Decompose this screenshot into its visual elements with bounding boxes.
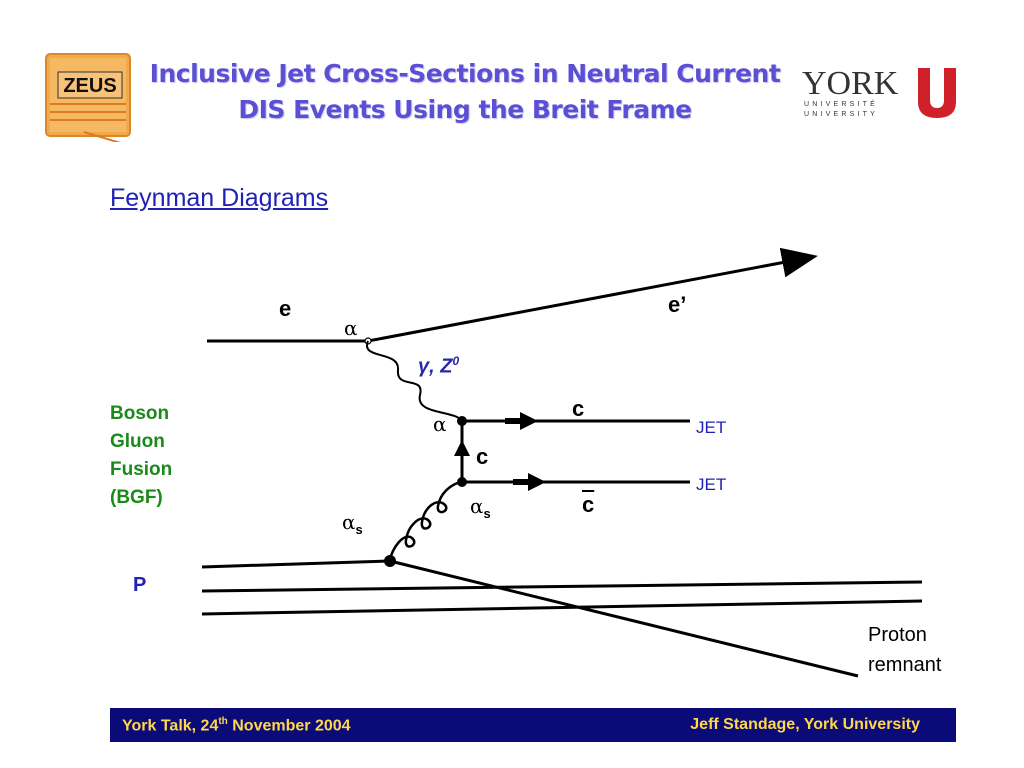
york-u-mark — [918, 68, 956, 118]
proton-line-2 — [201, 580, 923, 593]
electron-in-label: e — [279, 296, 292, 321]
york-logo: YORK UNIVERSITÉ UNIVERSITY — [800, 62, 965, 122]
boson-label-text: γ, Z — [418, 355, 453, 378]
electron-out-label: e’ — [668, 292, 687, 317]
bgf-line-1: Boson — [110, 403, 170, 424]
york-logo-sub1: UNIVERSITÉ — [804, 99, 878, 108]
c-quark-mid-label: c — [476, 444, 489, 469]
bgf-label: Boson Gluon Fusion (BGF) — [110, 400, 172, 512]
zeus-logo-text: ZEUS — [63, 75, 116, 97]
bgf-line-2: Gluon — [110, 431, 165, 452]
cbar-jet-arrow — [528, 473, 546, 491]
zeus-logo: ZEUS — [44, 52, 132, 145]
outgoing-electron-line — [367, 247, 818, 343]
bgf-line-3: Fusion — [110, 459, 173, 480]
alpha-s-right-symbol: α — [470, 494, 484, 518]
remnant-line-1: Proton — [868, 624, 927, 646]
gluon-line — [388, 480, 463, 561]
footer-right: Jeff Standage, York University — [690, 716, 920, 733]
proton-line-1 — [201, 559, 391, 569]
coupling-alpha-top: α — [344, 316, 358, 340]
jet-bottom-label: JET — [696, 475, 727, 494]
boson-propagator — [365, 340, 463, 422]
page-title: Inclusive Jet Cross-Sections in Neutral … — [140, 56, 790, 128]
title-line-1: Inclusive Jet Cross-Sections in Neutral … — [149, 59, 781, 88]
proton-label: P — [133, 574, 147, 596]
bgf-line-4: (BGF) — [110, 487, 163, 508]
footer-left-sup: th — [218, 716, 228, 727]
alpha-s-right-sub: s — [483, 506, 491, 521]
footer-bar: York Talk, 24th November 2004 Jeff Stand… — [110, 708, 956, 742]
jet-top-label: JET — [696, 418, 727, 437]
footer-left-post: November 2004 — [227, 717, 351, 735]
york-logo-sub2: UNIVERSITY — [804, 111, 878, 118]
boson-label: γ, Z0 — [418, 354, 459, 379]
coupling-alpha-s-right: αs — [470, 494, 491, 521]
york-logo-text: YORK — [802, 65, 899, 102]
footer-left: York Talk, 24th November 2004 — [122, 716, 351, 735]
c-jet-arrow — [520, 412, 538, 430]
proton-remnant-line — [389, 559, 859, 678]
cbar-quark-label: c — [582, 492, 595, 517]
boson-label-sup: 0 — [452, 354, 460, 368]
alpha-s-left-symbol: α — [342, 510, 356, 534]
c-quark-top-label: c — [572, 396, 585, 421]
c-propagator-arrow — [454, 440, 470, 456]
footer-left-pre: York Talk, 24 — [122, 717, 219, 735]
alpha-s-left-sub: s — [355, 522, 363, 537]
remnant-line-2: remnant — [868, 654, 942, 676]
title-line-2: DIS Events Using the Breit Frame — [238, 95, 692, 124]
coupling-alpha-s-left: αs — [342, 510, 363, 537]
coupling-alpha-mid: α — [433, 412, 447, 436]
proton-remnant-label: Proton remnant — [868, 620, 941, 680]
proton-line-3 — [201, 599, 923, 616]
slide-subtitle: Feynman Diagrams — [110, 184, 329, 212]
